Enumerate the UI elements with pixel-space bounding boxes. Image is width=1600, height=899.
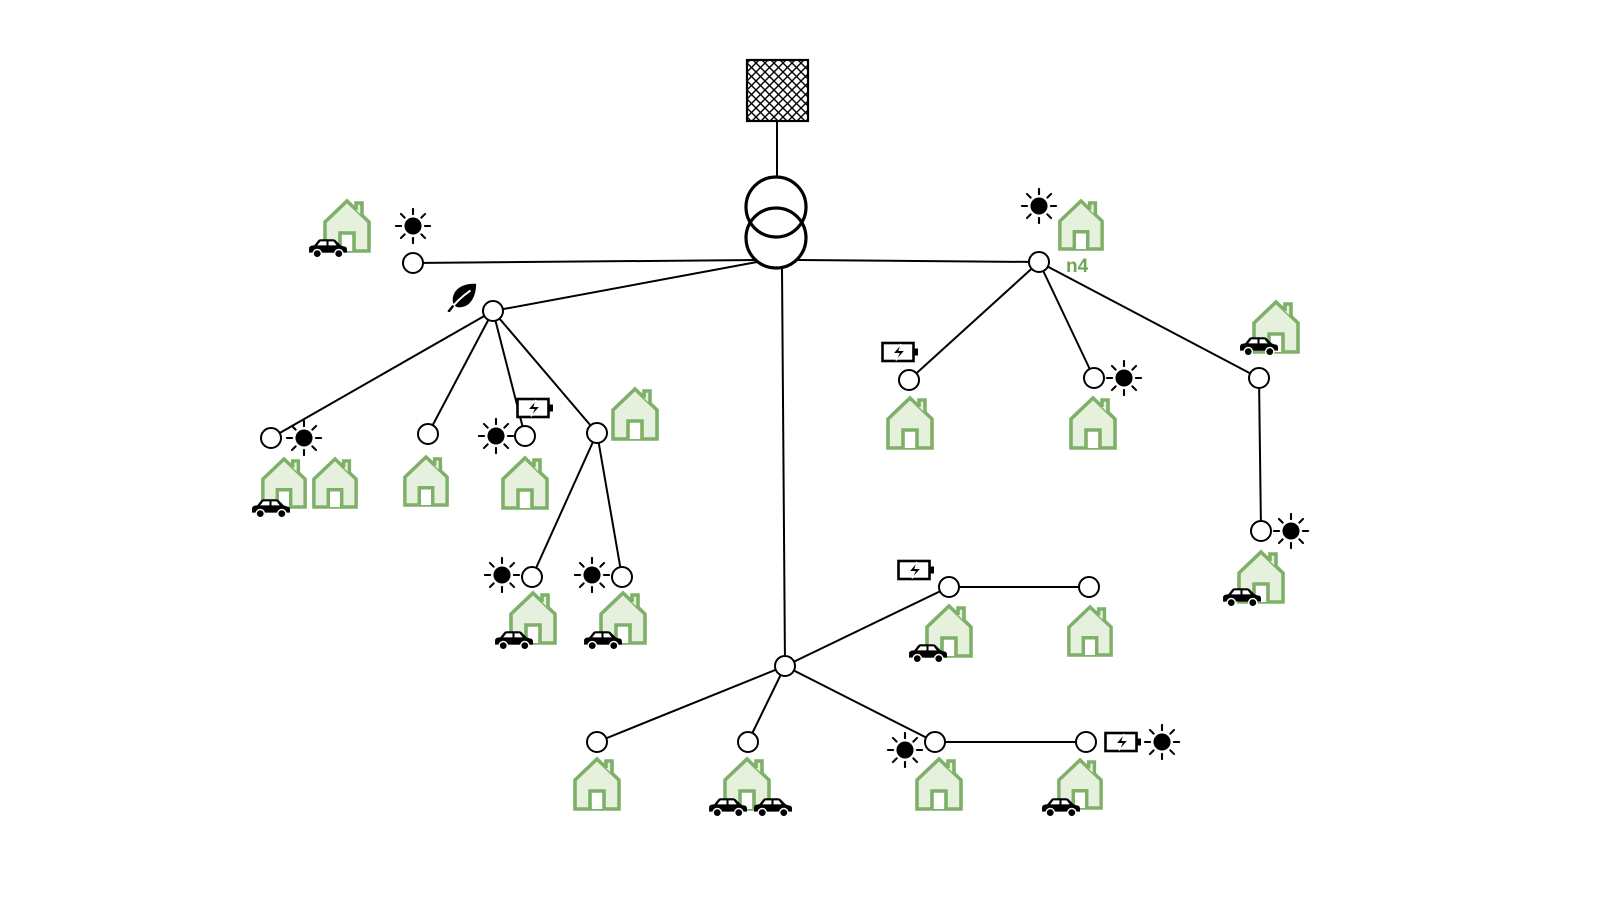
sun-icon: [573, 556, 611, 594]
house-icon: [312, 457, 358, 509]
house-icon: [915, 757, 963, 811]
sun-icon: [394, 207, 432, 245]
bus-node: [938, 576, 960, 598]
house-icon: [1058, 199, 1104, 251]
house-icon: [1069, 396, 1117, 450]
line-a6-a8: [596, 432, 623, 578]
leaf-icon: [447, 282, 478, 312]
line-transformer-a1: [412, 259, 758, 264]
bus-node: [1083, 367, 1105, 389]
sun-icon: [477, 417, 515, 455]
line-transformer-n4: [797, 259, 1040, 263]
feeder-lines: [270, 121, 1262, 743]
battery-icon: [516, 397, 554, 419]
sun-icon: [1272, 512, 1310, 550]
transformer-icon: [744, 175, 808, 270]
sun-icon: [483, 556, 521, 594]
line-transformer-c1: [781, 267, 786, 667]
line-c1-c2: [784, 586, 950, 667]
line-n4-r2: [1038, 261, 1095, 379]
bus-node: [737, 731, 759, 753]
bus-node: [514, 425, 536, 447]
house-icon: [573, 757, 621, 811]
line-transformer-a2: [492, 261, 758, 312]
battery-icon: [881, 341, 919, 363]
sun-icon: [1020, 187, 1058, 225]
line-r3-r4: [1258, 377, 1262, 532]
line-a2-a3: [270, 310, 494, 439]
external-grid-icon: [745, 58, 810, 123]
bus-node: [774, 655, 796, 677]
house-icon: [403, 455, 449, 507]
bus-node: [586, 731, 608, 753]
line-c1-c5: [747, 665, 786, 743]
line-c1-c6: [784, 665, 936, 743]
bus-node: [611, 566, 633, 588]
house-icon: [501, 456, 549, 510]
electric-vehicles: [251, 238, 1279, 818]
line-a6-a7: [531, 432, 598, 578]
bus-node: [260, 427, 282, 449]
bus-node: [417, 423, 439, 445]
bus-node-n4: [1028, 251, 1050, 273]
line-n4-r3: [1038, 261, 1260, 379]
sun-icon: [285, 419, 323, 457]
battery-icon: [897, 559, 935, 581]
line-c1-c4: [596, 665, 786, 743]
houses: [261, 199, 1300, 811]
bus-node: [521, 566, 543, 588]
line-a2-a6: [492, 310, 598, 434]
line-n4-r1: [908, 261, 1040, 381]
batteries: [516, 341, 1142, 753]
bus-node: [924, 731, 946, 753]
bus-node: [1248, 367, 1270, 389]
house-icon: [611, 387, 659, 441]
line-a2-a4: [427, 310, 494, 435]
battery-icon: [1104, 731, 1142, 753]
bus-node: [1250, 520, 1272, 542]
sun-icon: [1143, 723, 1181, 761]
bus-node: [482, 300, 504, 322]
bus-node: [1075, 731, 1097, 753]
bus-node: [586, 422, 608, 444]
bus-node: [1078, 576, 1100, 598]
bus-node: [402, 252, 424, 274]
node-label-n4: n4: [1066, 256, 1089, 277]
sun-icon: [886, 731, 924, 769]
sun-icon: [1105, 359, 1143, 397]
bus-nodes: [260, 251, 1272, 753]
bus-node: [898, 369, 920, 391]
house-icon: [1067, 605, 1113, 657]
house-icon: [886, 396, 934, 450]
